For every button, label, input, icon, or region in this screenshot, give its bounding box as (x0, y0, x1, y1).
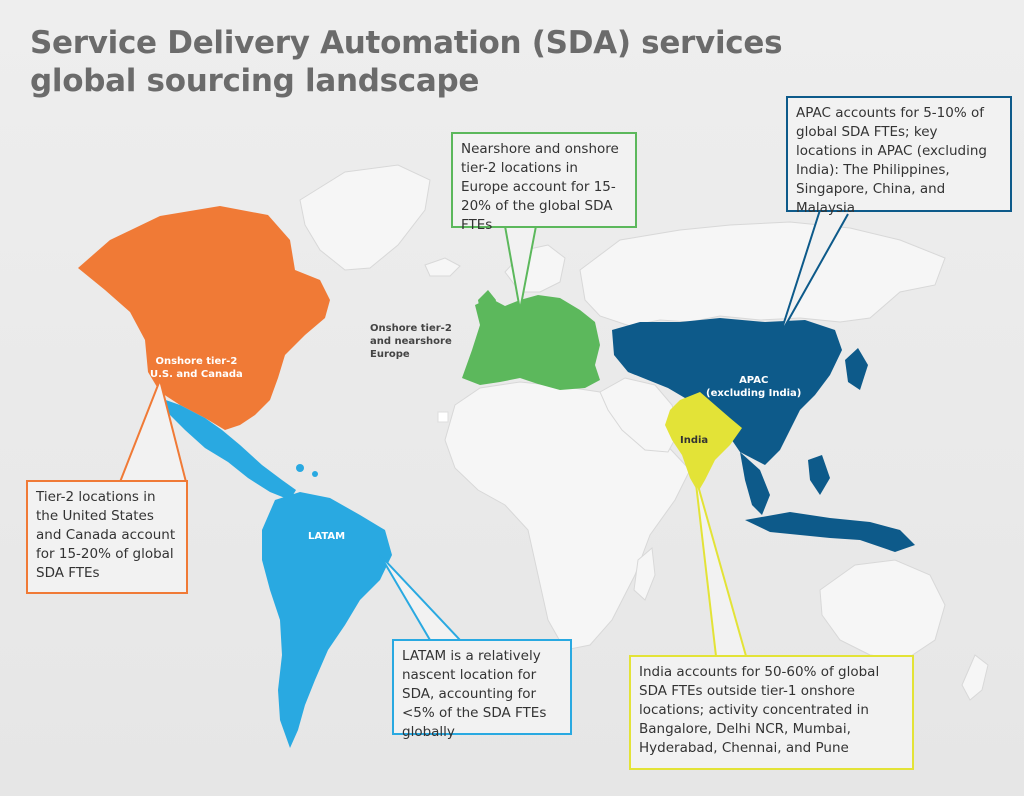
europe-shape (462, 295, 600, 390)
region-label-europe-line1: Onshore tier-2 (370, 323, 452, 334)
region-label-europe: Onshore tier-2 and nearshore Europe (370, 322, 452, 361)
india-shape (665, 392, 742, 492)
australia-shape (819, 559, 946, 661)
caribbean-island (312, 471, 318, 477)
callout-europe: Nearshore and onshore tier-2 locations i… (451, 132, 637, 233)
title-line-2: global sourcing landscape (30, 63, 480, 99)
region-label-na-line1: Onshore tier-2 (155, 356, 238, 367)
new-zealand-shape (961, 654, 989, 701)
region-label-europe-line2: and nearshore (370, 336, 452, 347)
region-label-na-line2: U.S. and Canada (150, 369, 243, 380)
page-title: Service Delivery Automation (SDA) servic… (30, 24, 783, 100)
na-callout-pointer (119, 376, 187, 483)
madagascar-shape (633, 547, 656, 601)
region-label-india: India (680, 435, 709, 446)
south-america-shape (262, 492, 392, 748)
central-america-shape (160, 398, 296, 500)
indonesia-shape (745, 512, 915, 552)
callout-apac: APAC accounts for 5-10% of global SDA FT… (786, 96, 1012, 216)
region-label-latam: LATAM (308, 531, 346, 542)
greenland-shape (299, 164, 431, 271)
apac-callout-pointer (779, 209, 849, 336)
caribbean-island (296, 464, 304, 472)
apac-shape (612, 318, 842, 465)
region-label-apac-line2: (excluding India) (706, 388, 802, 399)
latam-callout-pointer (379, 554, 461, 641)
philippines-shape (808, 455, 830, 495)
region-label-apac-line1: APAC (739, 375, 769, 386)
iceland-shape (424, 257, 461, 277)
title-line-1: Service Delivery Automation (SDA) servic… (30, 25, 783, 61)
north-america-shape (78, 206, 330, 430)
russia-shape (579, 221, 946, 327)
india-callout-pointer (694, 474, 747, 657)
island-marker (437, 411, 449, 423)
region-label-europe-line3: Europe (370, 349, 410, 360)
region-label-apac: APAC (excluding India) (706, 374, 801, 400)
uk-shape (478, 290, 496, 322)
callout-india: India accounts for 50-60% of global SDA … (629, 655, 914, 770)
japan-shape (845, 348, 868, 390)
callout-na: Tier-2 locations in the United States an… (26, 480, 188, 594)
africa-shape (444, 381, 691, 651)
europe-callout-pointer (504, 225, 537, 311)
region-label-na: Onshore tier-2 U.S. and Canada (150, 355, 243, 381)
callout-latam: LATAM is a relatively nascent location f… (392, 639, 572, 740)
se-asia-shape (740, 452, 770, 515)
